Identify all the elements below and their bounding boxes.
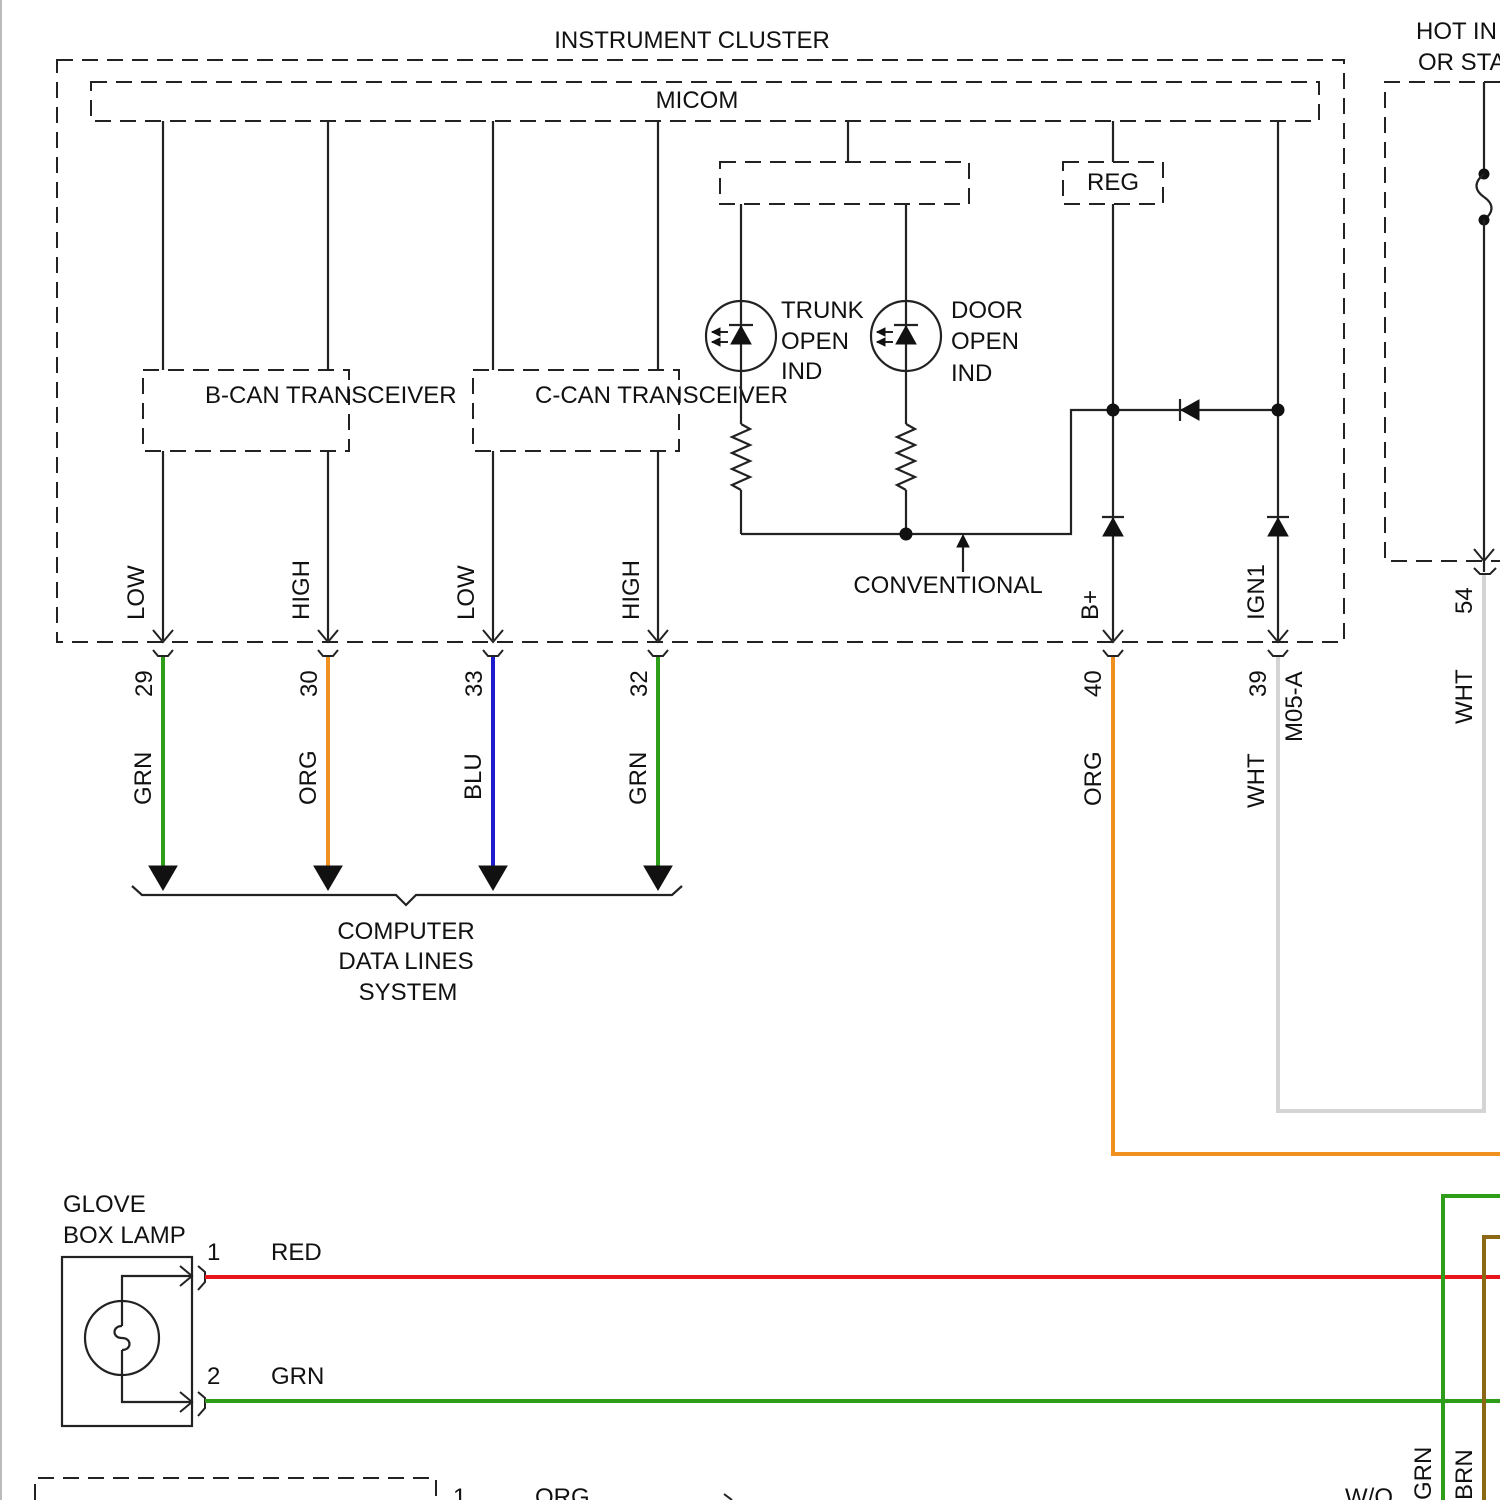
micom-box: MICOM — [91, 82, 1319, 121]
power-circuit — [1102, 121, 1289, 640]
trunk-indicator-label-1: TRUNK — [781, 297, 864, 324]
trunk-indicator-label-3: IND — [781, 358, 822, 385]
b-can-transceiver: B-CAN TRANSCEIVER — [143, 370, 457, 451]
door-open-indicator — [871, 204, 941, 534]
door-indicator-label-3: IND — [951, 360, 992, 387]
bottom-component-box — [35, 1478, 436, 1500]
signal-label-ign1: IGN1 — [1243, 564, 1270, 620]
signal-label-32: HIGH — [618, 560, 645, 620]
instrument-cluster-box: INSTRUMENT CLUSTER — [57, 27, 1344, 642]
bottom-chevron — [724, 1494, 732, 1500]
instrument-cluster-title: INSTRUMENT CLUSTER — [554, 27, 830, 54]
pin-number-30: 30 — [296, 670, 323, 697]
wire-color-54: WHT — [1451, 669, 1478, 724]
hot-in-label-1: HOT IN — [1416, 18, 1497, 45]
micom-data-leads — [163, 121, 658, 370]
conventional-label: CONVENTIONAL — [853, 572, 1042, 599]
glove-wire-color-1: RED — [271, 1239, 322, 1266]
pin-number-39: 39 — [1245, 670, 1272, 697]
signal-label-b-plus: B+ — [1077, 590, 1104, 620]
computer-data-lines-2: DATA LINES — [338, 948, 473, 975]
reg-label: REG — [1087, 169, 1139, 196]
wire-color-32: GRN — [625, 752, 652, 805]
data-line-arrowheads — [149, 866, 672, 890]
door-indicator-label-1: DOOR — [951, 297, 1023, 324]
pin-number-32: 32 — [626, 670, 653, 697]
vert-label-brn: BRN — [1451, 1449, 1478, 1500]
glove-box-label-1: GLOVE — [63, 1191, 146, 1218]
door-indicator-label-2: OPEN — [951, 328, 1019, 355]
wire-pin-39 — [1278, 574, 1484, 1111]
pin-number-54: 54 — [1451, 587, 1478, 614]
wire-color-40: ORG — [1080, 751, 1107, 806]
data-lines-brace — [132, 886, 682, 905]
trunk-open-indicator — [706, 204, 776, 534]
glove-wire-color-2: GRN — [271, 1363, 324, 1390]
indicator-common-bus — [741, 410, 1113, 572]
hot-in-label-2: OR STA — [1418, 49, 1500, 76]
wo-label: W/O — [1345, 1484, 1393, 1500]
indicator-driver-box — [720, 162, 969, 204]
computer-data-lines-3: SYSTEM — [359, 979, 458, 1006]
trunk-indicator-label-2: OPEN — [781, 328, 849, 355]
pin-number-40: 40 — [1080, 670, 1107, 697]
vert-label-grn: GRN — [1410, 1447, 1437, 1500]
wire-color-29: GRN — [130, 752, 157, 805]
glove-box-label-2: BOX LAMP — [63, 1222, 186, 1249]
computer-data-lines-1: COMPUTER — [337, 918, 474, 945]
hot-in-fuse-box — [1385, 82, 1500, 574]
pin-number-33: 33 — [461, 670, 488, 697]
micom-label: MICOM — [656, 87, 739, 114]
glove-box-lamp — [62, 1257, 205, 1426]
transceiver-output-leads — [163, 451, 658, 640]
signal-label-30: HIGH — [288, 560, 315, 620]
bottom-pin-number: 1 — [453, 1484, 466, 1500]
connector-id: M05-A — [1281, 671, 1308, 742]
wire-color-30: ORG — [295, 750, 322, 805]
signal-label-33: LOW — [453, 565, 480, 620]
pin-number-29: 29 — [131, 670, 158, 697]
b-can-transceiver-label: B-CAN TRANSCEIVER — [205, 382, 457, 409]
signal-label-29: LOW — [123, 565, 150, 620]
wire-color-33: BLU — [460, 753, 487, 800]
glove-pin-number-1: 1 — [207, 1239, 220, 1266]
c-can-transceiver-label: C-CAN TRANSCEIVER — [535, 382, 788, 409]
wire-color-39: WHT — [1243, 753, 1270, 808]
glove-pin-number-2: 2 — [207, 1363, 220, 1390]
bottom-wire-color: ORG — [535, 1484, 590, 1500]
